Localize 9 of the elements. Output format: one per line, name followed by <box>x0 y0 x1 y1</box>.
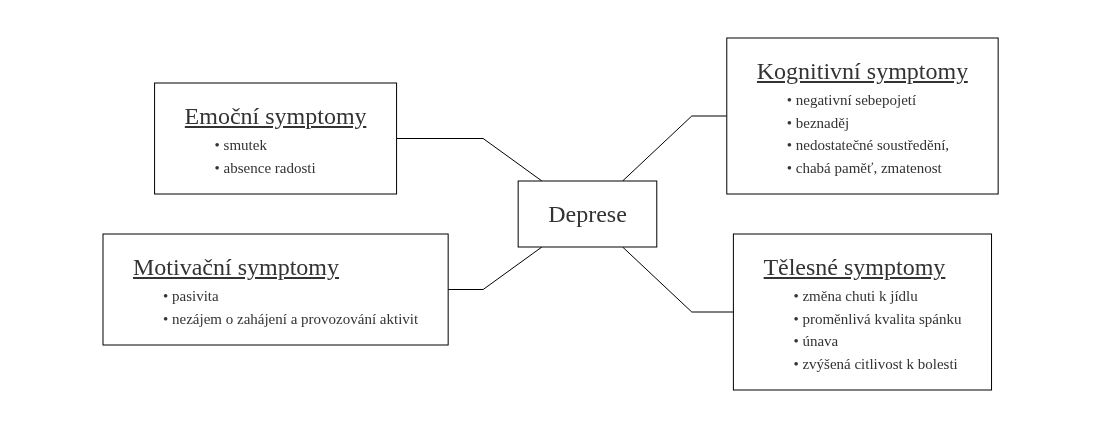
connector <box>622 246 735 312</box>
node-box: Tělesné symptomy • změna chuti k jídlu • proměnlivá kvalita spánku • únava • zvýšená citlivost k bolesti <box>733 233 993 390</box>
node-box: Deprese <box>518 180 658 247</box>
connector <box>448 246 543 290</box>
node-box: Emoční symptomy • smutek • absence radosti <box>154 82 398 194</box>
node-box: Motivační symptomy • pasivita • nezájem o zahájení a provozování aktivit <box>102 233 450 345</box>
connector <box>396 137 543 181</box>
node-box: Kognitivní symptomy • negativní sebepojetí • beznaděj • nedostatečné soustředění, • chabá paměť, zmatenost <box>726 37 1000 194</box>
connector <box>622 115 728 181</box>
